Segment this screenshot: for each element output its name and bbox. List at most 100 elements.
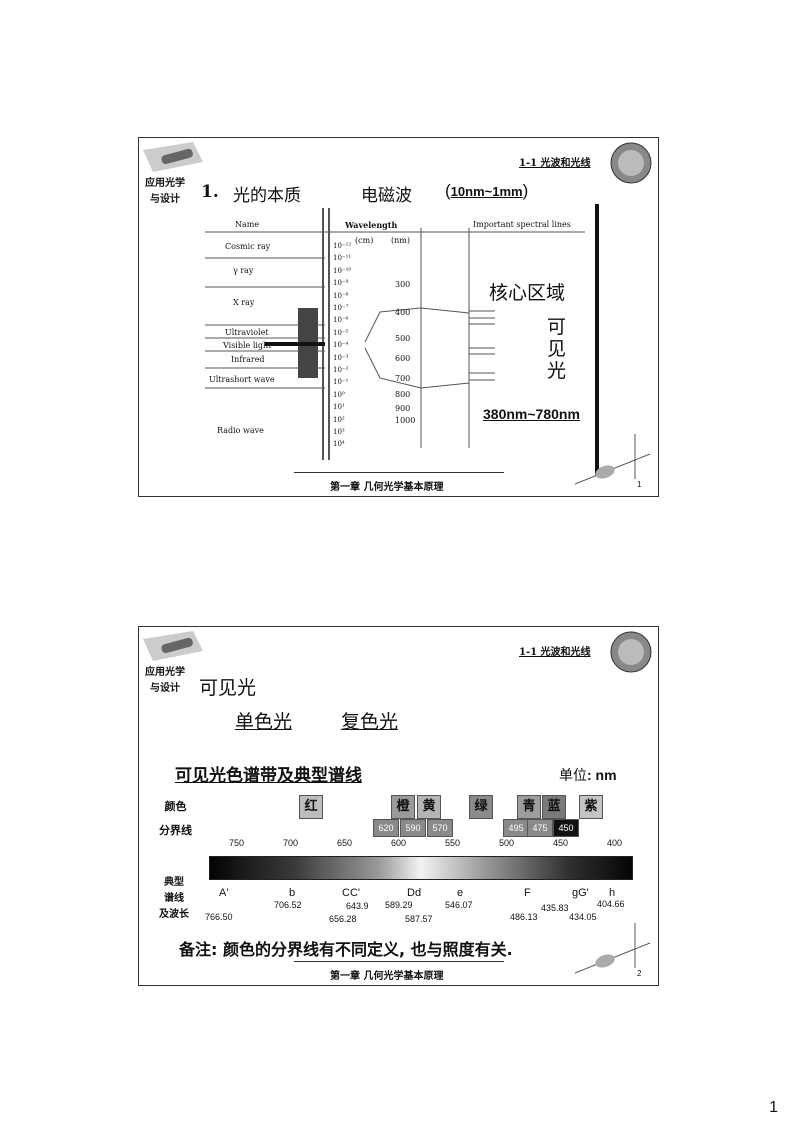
cm-tick: 10⁻⁸: [333, 291, 349, 300]
spectral-line-value: 546.07: [445, 900, 473, 910]
visible-vertical: 可 见 光: [547, 316, 567, 382]
scale-tick: 700: [283, 838, 299, 848]
cm-tick: 10⁴: [333, 440, 345, 449]
footer: 第一章 几何光学基本原理: [330, 971, 444, 982]
core-region: 核心区域: [489, 282, 566, 304]
nm-tick: 500: [395, 334, 411, 343]
cm-tick: 10⁻¹¹: [333, 254, 352, 263]
university-seal-icon: [610, 142, 652, 184]
telescope-decoration-icon: [143, 142, 203, 172]
cm-tick: 10⁻⁴: [333, 341, 349, 350]
band-5: Infrared: [231, 355, 265, 364]
visible-range: 380nm~780nm: [483, 406, 580, 422]
slide-1: 应用光学 与设计 1-1 光波和光线 1. 光的本质 电磁波 (10nm~1mm…: [138, 137, 659, 497]
spectral-line-value: 706.52: [274, 900, 302, 910]
spectral-line-name: A': [219, 887, 229, 899]
spectral-line-value: 404.66: [597, 899, 625, 909]
boundary-value: 475: [527, 819, 553, 837]
side-label: 应用光学 与设计: [145, 178, 185, 205]
slide-number: 1: [637, 480, 642, 489]
cm-tick: 10⁻⁷: [333, 304, 349, 312]
spectral-line-value: 434.05: [569, 912, 597, 922]
col-name: Name: [235, 220, 260, 229]
color-box: 红: [299, 795, 323, 819]
band-title: 可见光色谱带及典型谱线: [175, 766, 362, 786]
band-1: γ ray: [233, 266, 254, 275]
footer-rule: [294, 472, 504, 473]
cm-tick: 10⁻³: [333, 353, 349, 362]
cm-tick: 10⁻²: [333, 366, 349, 374]
color-box: 蓝: [542, 795, 566, 819]
band-3: Ultraviolet: [225, 328, 269, 337]
scale-tick: 400: [607, 838, 623, 848]
cm-tick: 10⁻⁵: [333, 328, 349, 337]
em-spectrum-table: Name Wavelength (cm) (nm) Important spec…: [205, 208, 591, 460]
title-number: 1.: [201, 182, 219, 202]
em-spectrum-lines: [205, 208, 585, 460]
cm-tick: 10⁻¹: [333, 378, 349, 387]
mono-light: 单色光: [235, 711, 293, 733]
note: 备注: 颜色的分界线有不同定义, 也与照度有关.: [179, 940, 513, 959]
side-label: 应用光学 与设计: [145, 667, 185, 694]
band-6: Ultrashort wave: [209, 375, 275, 384]
boundary-value: 495: [503, 819, 529, 837]
unit-wrap: 单位: nm: [559, 767, 617, 784]
scale-tick: 500: [499, 838, 515, 848]
color-box: 紫: [579, 795, 603, 819]
nm-tick: 1000: [395, 416, 416, 425]
cm-tick: 10⁻¹⁰: [333, 266, 352, 275]
spectral-line-value: 486.13: [510, 912, 538, 922]
spectral-line-name: e: [457, 887, 464, 899]
boundary-value: 620: [373, 819, 399, 837]
spectral-line-name: gG': [572, 887, 589, 899]
col-cm: (cm): [355, 236, 374, 245]
nm-tick: 600: [395, 354, 411, 363]
col-wavelength: Wavelength: [345, 220, 398, 230]
spectral-line-name: h: [609, 887, 616, 899]
scale-tick: 600: [391, 838, 407, 848]
spectral-line-value: 766.50: [205, 912, 233, 922]
slide-number: 2: [637, 969, 642, 978]
cm-tick: 10⁰: [333, 390, 345, 399]
spectral-line-value: 587.57: [405, 914, 433, 924]
color-box: 青: [517, 795, 541, 819]
nm-tick: 700: [395, 374, 411, 383]
boundary-value: 590: [400, 819, 426, 837]
slide-header: 1-1 光波和光线: [519, 647, 591, 658]
optics-drawing-icon: [575, 923, 651, 974]
scale-tick: 550: [445, 838, 461, 848]
spectral-line-name: Dd: [407, 887, 422, 899]
title-range-wrap: (10nm~1mm): [445, 181, 529, 200]
scale-tick: 650: [337, 838, 353, 848]
cm-tick: 10⁻⁶: [333, 316, 349, 325]
poly-light: 复色光: [341, 711, 399, 733]
color-box: 黄: [417, 795, 441, 819]
col-lines: Important spectral lines: [473, 220, 571, 229]
cm-tick: 10⁻¹²: [333, 242, 352, 250]
university-seal-icon: [610, 631, 652, 673]
row-lines-label: 典型 谱线 及波长: [159, 877, 189, 920]
document-page-number: 1: [769, 1099, 778, 1116]
spectral-line-value: 656.28: [329, 914, 357, 924]
spectral-line-value: 589.29: [385, 900, 413, 910]
cm-tick: 10³: [333, 428, 345, 436]
title-em: 电磁波: [361, 186, 412, 206]
scale-tick: 750: [229, 838, 245, 848]
row-color-label: 颜色 分界线: [159, 800, 192, 837]
boundary-value: 570: [427, 819, 453, 837]
slide-header: 1-1 光波和光线: [519, 158, 591, 169]
band-0: Cosmic ray: [225, 242, 271, 251]
telescope-decoration-icon: [143, 631, 203, 661]
spectrum-bar: [209, 856, 633, 880]
title-text: 光的本质: [233, 186, 301, 206]
band-7: Radio wave: [217, 426, 264, 435]
scale-tick: 450: [553, 838, 569, 848]
nm-tick: 900: [395, 404, 411, 413]
spectral-line-value: 435.83: [541, 903, 569, 913]
nm-tick: 300: [395, 280, 411, 289]
color-box: 橙: [391, 795, 415, 819]
optics-drawing-icon: [575, 434, 651, 485]
spectral-line-name: F: [524, 887, 531, 899]
nm-tick: 800: [395, 390, 411, 399]
color-box: 绿: [469, 795, 493, 819]
